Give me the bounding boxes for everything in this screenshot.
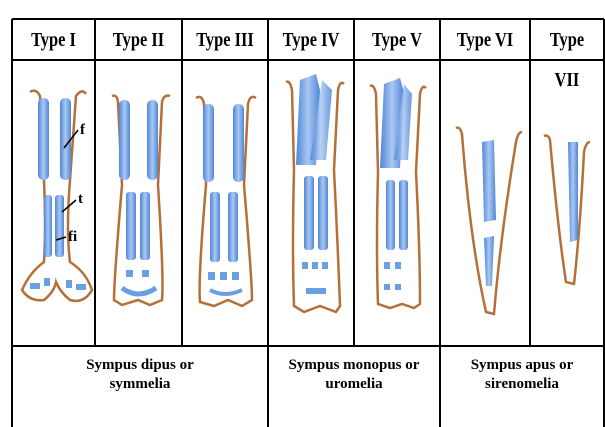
limb-type-7 (544, 136, 590, 285)
column-header-type-6: Type VI (448, 20, 522, 60)
column-header-type-2: Type II (103, 20, 174, 60)
column-header-type-7: Type VII (537, 20, 598, 60)
group-caption-line-1: Sympus monopus or (268, 356, 440, 375)
group-caption-symmelia: Sympus dipus or symmelia (12, 356, 268, 394)
column-header-type-5: Type V (362, 20, 433, 60)
limb-type-6 (456, 128, 522, 314)
femur-label: f (80, 122, 85, 139)
group-caption-line-1: Sympus apus or (440, 356, 604, 375)
group-caption-line-2: symmelia (12, 375, 268, 394)
column-header-type-1: Type I (19, 20, 87, 60)
limb-type-4 (286, 74, 344, 312)
column-header-type-4: Type IV (276, 20, 347, 60)
group-caption-sirenomelia: Sympus apus or sirenomelia (440, 356, 604, 394)
group-caption-uromelia: Sympus monopus or uromelia (268, 356, 440, 394)
group-caption-line-1: Sympus dipus or (12, 356, 268, 375)
group-caption-line-2: sirenomelia (440, 375, 604, 394)
limb-type-5 (370, 78, 426, 308)
tibia-label: t (78, 191, 83, 208)
limb-type-2 (112, 96, 170, 305)
group-caption-line-2: uromelia (268, 375, 440, 394)
limb-type-3 (196, 97, 256, 306)
column-header-type-3: Type III (190, 20, 261, 60)
fibula-label: fi (68, 229, 77, 246)
